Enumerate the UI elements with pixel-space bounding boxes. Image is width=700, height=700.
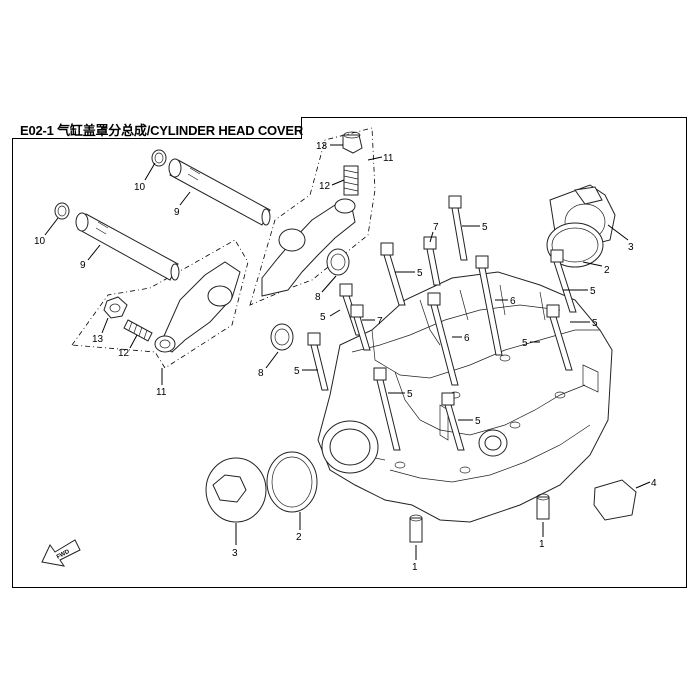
callout-12: 12 — [118, 348, 130, 359]
washer-upper — [326, 248, 350, 276]
plug-cap — [593, 479, 637, 521]
callout-13: 13 — [92, 334, 104, 345]
rocker-arm-assembly-left — [71, 239, 249, 369]
callout-5: 5 — [592, 318, 598, 329]
rocker-shafts — [75, 158, 271, 281]
callout-5: 5 — [590, 286, 596, 297]
dowel-pin-left — [409, 517, 423, 543]
callout-5: 5 — [294, 366, 300, 377]
callout-3: 3 — [628, 242, 634, 253]
callout-5: 5 — [475, 416, 481, 427]
fwd-arrow-icon: FWD — [41, 539, 81, 567]
callout-1: 1 — [539, 539, 545, 550]
o-ring-upper — [151, 149, 167, 167]
diagram-title: E02-1 气缸盖罩分总成/CYLINDER HEAD COVER — [20, 123, 304, 138]
callout-5: 5 — [482, 222, 488, 233]
callout-11: 11 — [383, 153, 394, 164]
callout-3: 3 — [232, 548, 238, 559]
dowel-pin-right — [536, 496, 550, 520]
callout-9: 9 — [80, 260, 86, 271]
callout-6: 6 — [464, 333, 470, 344]
callout-8: 8 — [315, 292, 321, 303]
callout-7: 7 — [433, 222, 439, 233]
callout-11: 11 — [156, 387, 167, 398]
diagram-frame — [12, 117, 687, 588]
callout-10: 10 — [134, 182, 146, 193]
callout-8: 8 — [258, 368, 264, 379]
callout-2: 2 — [296, 532, 302, 543]
callout-12: 12 — [319, 181, 331, 192]
callout-5: 5 — [417, 268, 423, 279]
callout-5: 5 — [522, 338, 528, 349]
callout-9: 9 — [174, 207, 180, 218]
callout-10: 10 — [34, 236, 46, 247]
callout-leaders — [44, 144, 651, 560]
callout-4: 4 — [651, 478, 657, 489]
rocker-arm-assembly-upper — [249, 127, 376, 306]
callout-1: 1 — [412, 562, 418, 573]
cylinder-head-cover-body — [317, 271, 613, 523]
callout-5: 5 — [407, 389, 413, 400]
title-tab: E02-1 气缸盖罩分总成/CYLINDER HEAD COVER — [12, 117, 304, 139]
callout-6: 6 — [510, 296, 516, 307]
cover-bolts — [307, 195, 577, 451]
callout-5: 5 — [320, 312, 326, 323]
callout-13: 13 — [316, 141, 328, 152]
callout-2: 2 — [604, 265, 610, 276]
washer-lower — [270, 323, 294, 351]
callout-numbers: 1 1 2 2 3 3 4 5 5 5 5 5 5 5 5 5 6 6 7 7 … — [34, 141, 657, 573]
o-ring-lower — [54, 202, 70, 220]
cover-cap-lower — [205, 451, 318, 523]
callout-7: 7 — [377, 316, 383, 327]
